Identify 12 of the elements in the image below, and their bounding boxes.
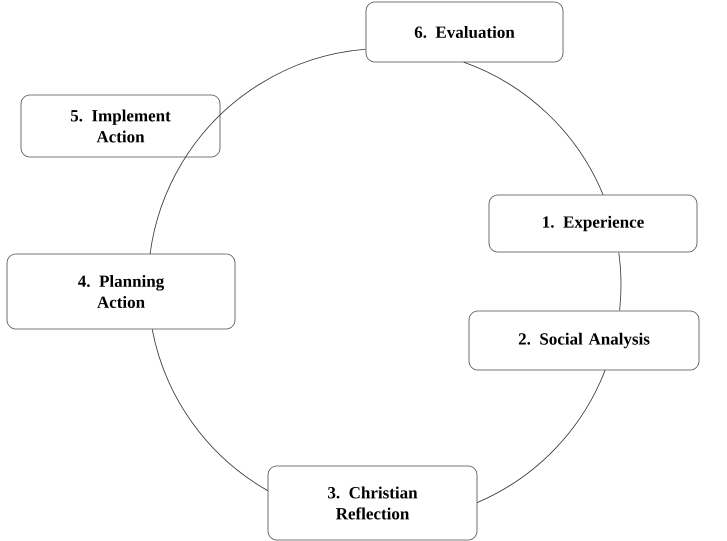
step-box: 2. Social Analysis (468, 310, 700, 370)
connector-arc (476, 370, 606, 503)
step-box: 3. Christian Reflection (268, 466, 478, 540)
connector-arc (618, 252, 622, 311)
step-box: 5. Implement Action (20, 94, 220, 158)
connector-arc (182, 48, 366, 164)
connector-arc (150, 162, 182, 254)
connector-arc (463, 62, 604, 196)
step-box: 1. Experience (488, 194, 698, 252)
step-box: 4. Planning Action (6, 254, 236, 330)
step-box: 6. Evaluation (366, 2, 564, 62)
connector-arc (152, 328, 268, 492)
